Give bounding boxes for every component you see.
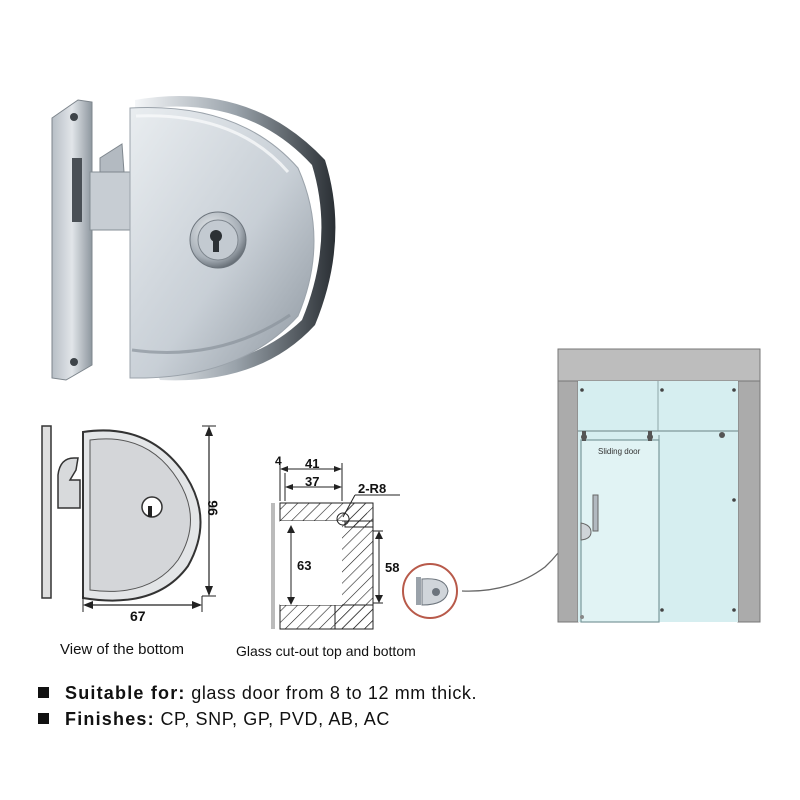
installation-diagram bbox=[402, 348, 761, 623]
strike-plate bbox=[51, 99, 93, 381]
dim-width-67: 67 bbox=[130, 608, 146, 624]
detail-callout bbox=[402, 563, 458, 619]
dim-63: 63 bbox=[297, 558, 312, 573]
spec-label: Suitable for: bbox=[65, 683, 186, 703]
product-photo bbox=[51, 96, 336, 381]
spec-suitable: Suitable for: glass door from 8 to 12 mm… bbox=[38, 683, 477, 704]
bullet-icon bbox=[38, 713, 49, 724]
sliding-door-label: Sliding door bbox=[598, 447, 641, 456]
bullet-icon bbox=[38, 687, 49, 698]
dim-58: 58 bbox=[385, 560, 400, 575]
dim-height-96: 96 bbox=[204, 500, 221, 516]
latch-bracket bbox=[89, 143, 131, 231]
bottom-view-drawing bbox=[41, 425, 216, 612]
spec-value: glass door from 8 to 12 mm thick. bbox=[191, 683, 478, 703]
key-cylinder-icon bbox=[189, 211, 247, 269]
dim-37: 37 bbox=[305, 474, 320, 489]
dim-radius: 2-R8 bbox=[358, 481, 387, 496]
caption-bottom-view: View of the bottom bbox=[60, 641, 184, 658]
dim-41: 41 bbox=[305, 456, 320, 471]
caption-glass-cutout: Glass cut-out top and bottom bbox=[236, 643, 416, 659]
glass-cutout-drawing bbox=[271, 463, 400, 630]
dim-4: 4 bbox=[275, 454, 282, 468]
spec-label: Finishes: bbox=[65, 709, 155, 729]
spec-value: CP, SNP, GP, PVD, AB, AC bbox=[160, 709, 390, 729]
spec-finishes: Finishes: CP, SNP, GP, PVD, AB, AC bbox=[38, 709, 390, 730]
